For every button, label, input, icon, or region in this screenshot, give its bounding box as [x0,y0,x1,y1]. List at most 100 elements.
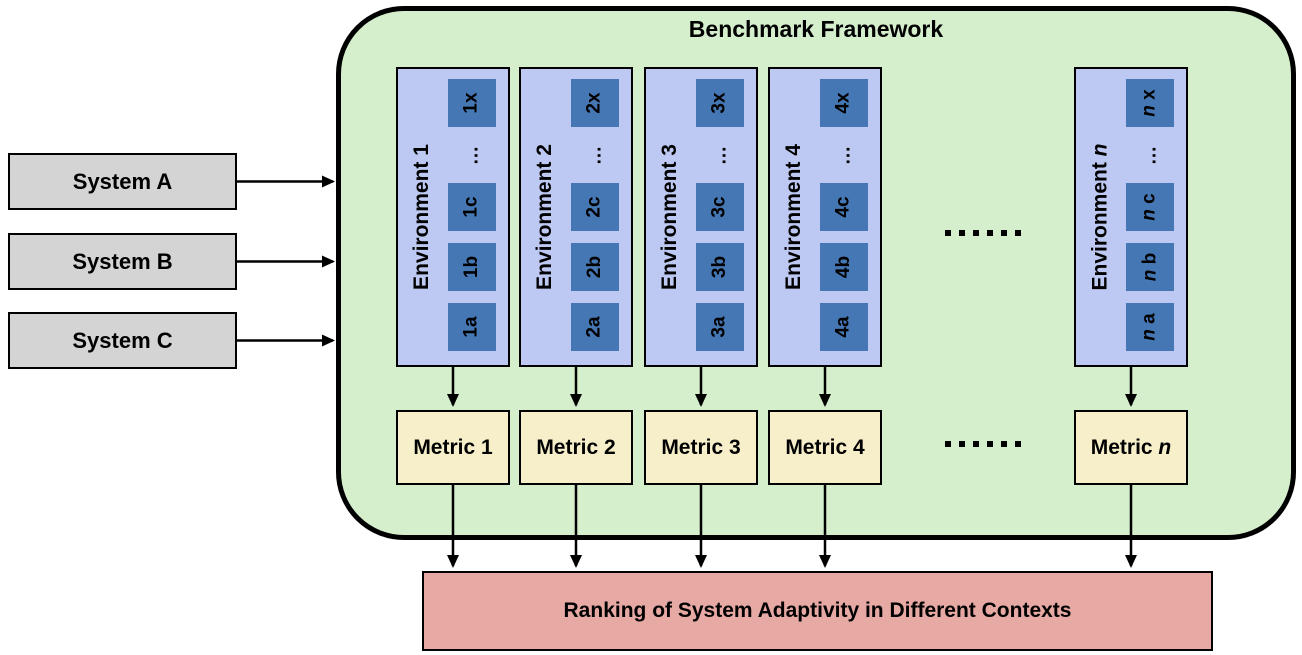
environment-module: 4c [820,183,868,231]
environment-label: Environment 1 [410,144,433,290]
environment-module-label: 4c [832,196,854,218]
environment-n-box: Environment n n x... n c n b n a [1074,67,1188,367]
environment-module-label: 2a [583,316,605,338]
ellipsis-dot [973,441,979,447]
environment-label: Environment 4 [782,144,805,290]
ellipsis-dot [959,441,965,447]
ellipsis-dot [973,230,979,236]
environment-module-label: 1b [461,255,482,279]
environment-module: 4b [820,243,868,291]
environment-module: 1b [448,243,496,291]
environment-module-label: n x [1139,89,1160,117]
environment-module-label: 3a [708,316,730,338]
metric-label: Metric n [1090,435,1172,459]
ellipsis-dot [1015,230,1021,236]
metric-4-box: Metric 4 [768,410,882,485]
environment-label-holder: Environment 1 [400,69,444,365]
environment-module: n c [1126,183,1174,231]
ellipsis-dot [945,230,951,236]
metric-label: Metric 2 [536,435,616,459]
metric-2-box: Metric 2 [519,410,633,485]
ellipsis-dot [1001,230,1007,236]
ellipsis-dot [945,441,951,447]
metric-label: Metric 4 [785,435,865,459]
environment-module-label: ... [833,145,854,165]
environment-module-ellipsis: ... [448,139,496,171]
environment-module-label: 2x [583,92,605,114]
environment-label: Environment n [1088,143,1112,291]
environment-module: 4a [820,303,868,351]
environment-module-label: 2c [583,196,605,218]
environment-label: Environment 3 [658,144,681,290]
environment-module-stack: n x... n c n b n a [1126,69,1174,365]
environment-label-holder: Environment 3 [648,69,692,365]
environment-module-label: 3b [709,255,730,279]
environment-module-stack: 1x... 1c 1b 1a [448,69,496,365]
environment-module: n a [1126,303,1174,351]
environment-module: 2x [571,79,619,127]
ellipsis-between-environments [945,230,1021,236]
metric-label: Metric 1 [413,435,493,459]
environment-module-label: ... [709,145,730,165]
environment-module-label: 1a [460,316,482,338]
environment-module-label: n c [1139,193,1160,221]
environment-label-holder: Environment n [1078,69,1122,365]
environment-module-label: 4a [832,316,854,338]
metric-1-box: Metric 1 [396,410,510,485]
ellipsis-dot [1015,441,1021,447]
environment-1-box: Environment 1 1x... 1c 1b 1a [396,67,510,367]
environment-module-label: 3x [708,92,730,114]
metric-label: Metric 3 [661,435,741,459]
ellipsis-dot [987,441,993,447]
environment-module-label: 4b [833,255,854,279]
ellipsis-dot [987,230,993,236]
environment-module-stack: 4x... 4c 4b 4a [820,69,868,365]
ranking-output-label: Ranking of System Adaptivity in Differen… [563,599,1072,622]
environment-module: 2c [571,183,619,231]
environment-module: 3x [696,79,744,127]
environment-module-label: 1x [460,92,482,114]
environment-module: 1c [448,183,496,231]
environment-module: 2b [571,243,619,291]
ellipsis-between-metrics [945,441,1021,447]
environment-module: 2a [571,303,619,351]
metric-n-box: Metric n [1074,410,1188,485]
system-box-system-b: System B [8,233,237,290]
environment-label: Environment 2 [533,144,556,290]
system-label: System A [72,168,173,194]
environment-2-box: Environment 2 2x... 2c 2b 2a [519,67,633,367]
ellipsis-dot [1001,441,1007,447]
environment-module-stack: 2x... 2c 2b 2a [571,69,619,365]
environment-module-label: 3c [708,196,730,218]
environment-module-label: 4x [832,92,854,114]
environment-module: 3a [696,303,744,351]
environment-4-box: Environment 4 4x... 4c 4b 4a [768,67,882,367]
environment-module-label: 1c [460,196,482,218]
environment-module: 1x [448,79,496,127]
environment-module-ellipsis: ... [571,139,619,171]
environment-module-label: ... [584,145,605,165]
system-box-system-a: System A [8,153,237,210]
environment-module: 3b [696,243,744,291]
environment-label-holder: Environment 2 [523,69,567,365]
environment-module-label: ... [1139,145,1160,165]
environment-module: 3c [696,183,744,231]
environment-label-holder: Environment 4 [772,69,816,365]
framework-title: Benchmark Framework [688,16,944,42]
ranking-output-box: Ranking of System Adaptivity in Differen… [422,571,1213,651]
environment-module: 4x [820,79,868,127]
ellipsis-dot [959,230,965,236]
environment-module: n x [1126,79,1174,127]
environment-module: n b [1126,243,1174,291]
environment-module-ellipsis: ... [820,139,868,171]
system-box-system-c: System C [8,312,237,369]
environment-module-label: n a [1139,313,1160,341]
environment-module-label: 2b [584,255,605,279]
metric-3-box: Metric 3 [644,410,758,485]
system-label: System B [72,248,173,274]
environment-module-ellipsis: ... [696,139,744,171]
system-label: System C [72,327,173,353]
environment-module: 1a [448,303,496,351]
environment-module-label: n b [1139,252,1160,282]
environment-module-ellipsis: ... [1126,139,1174,171]
